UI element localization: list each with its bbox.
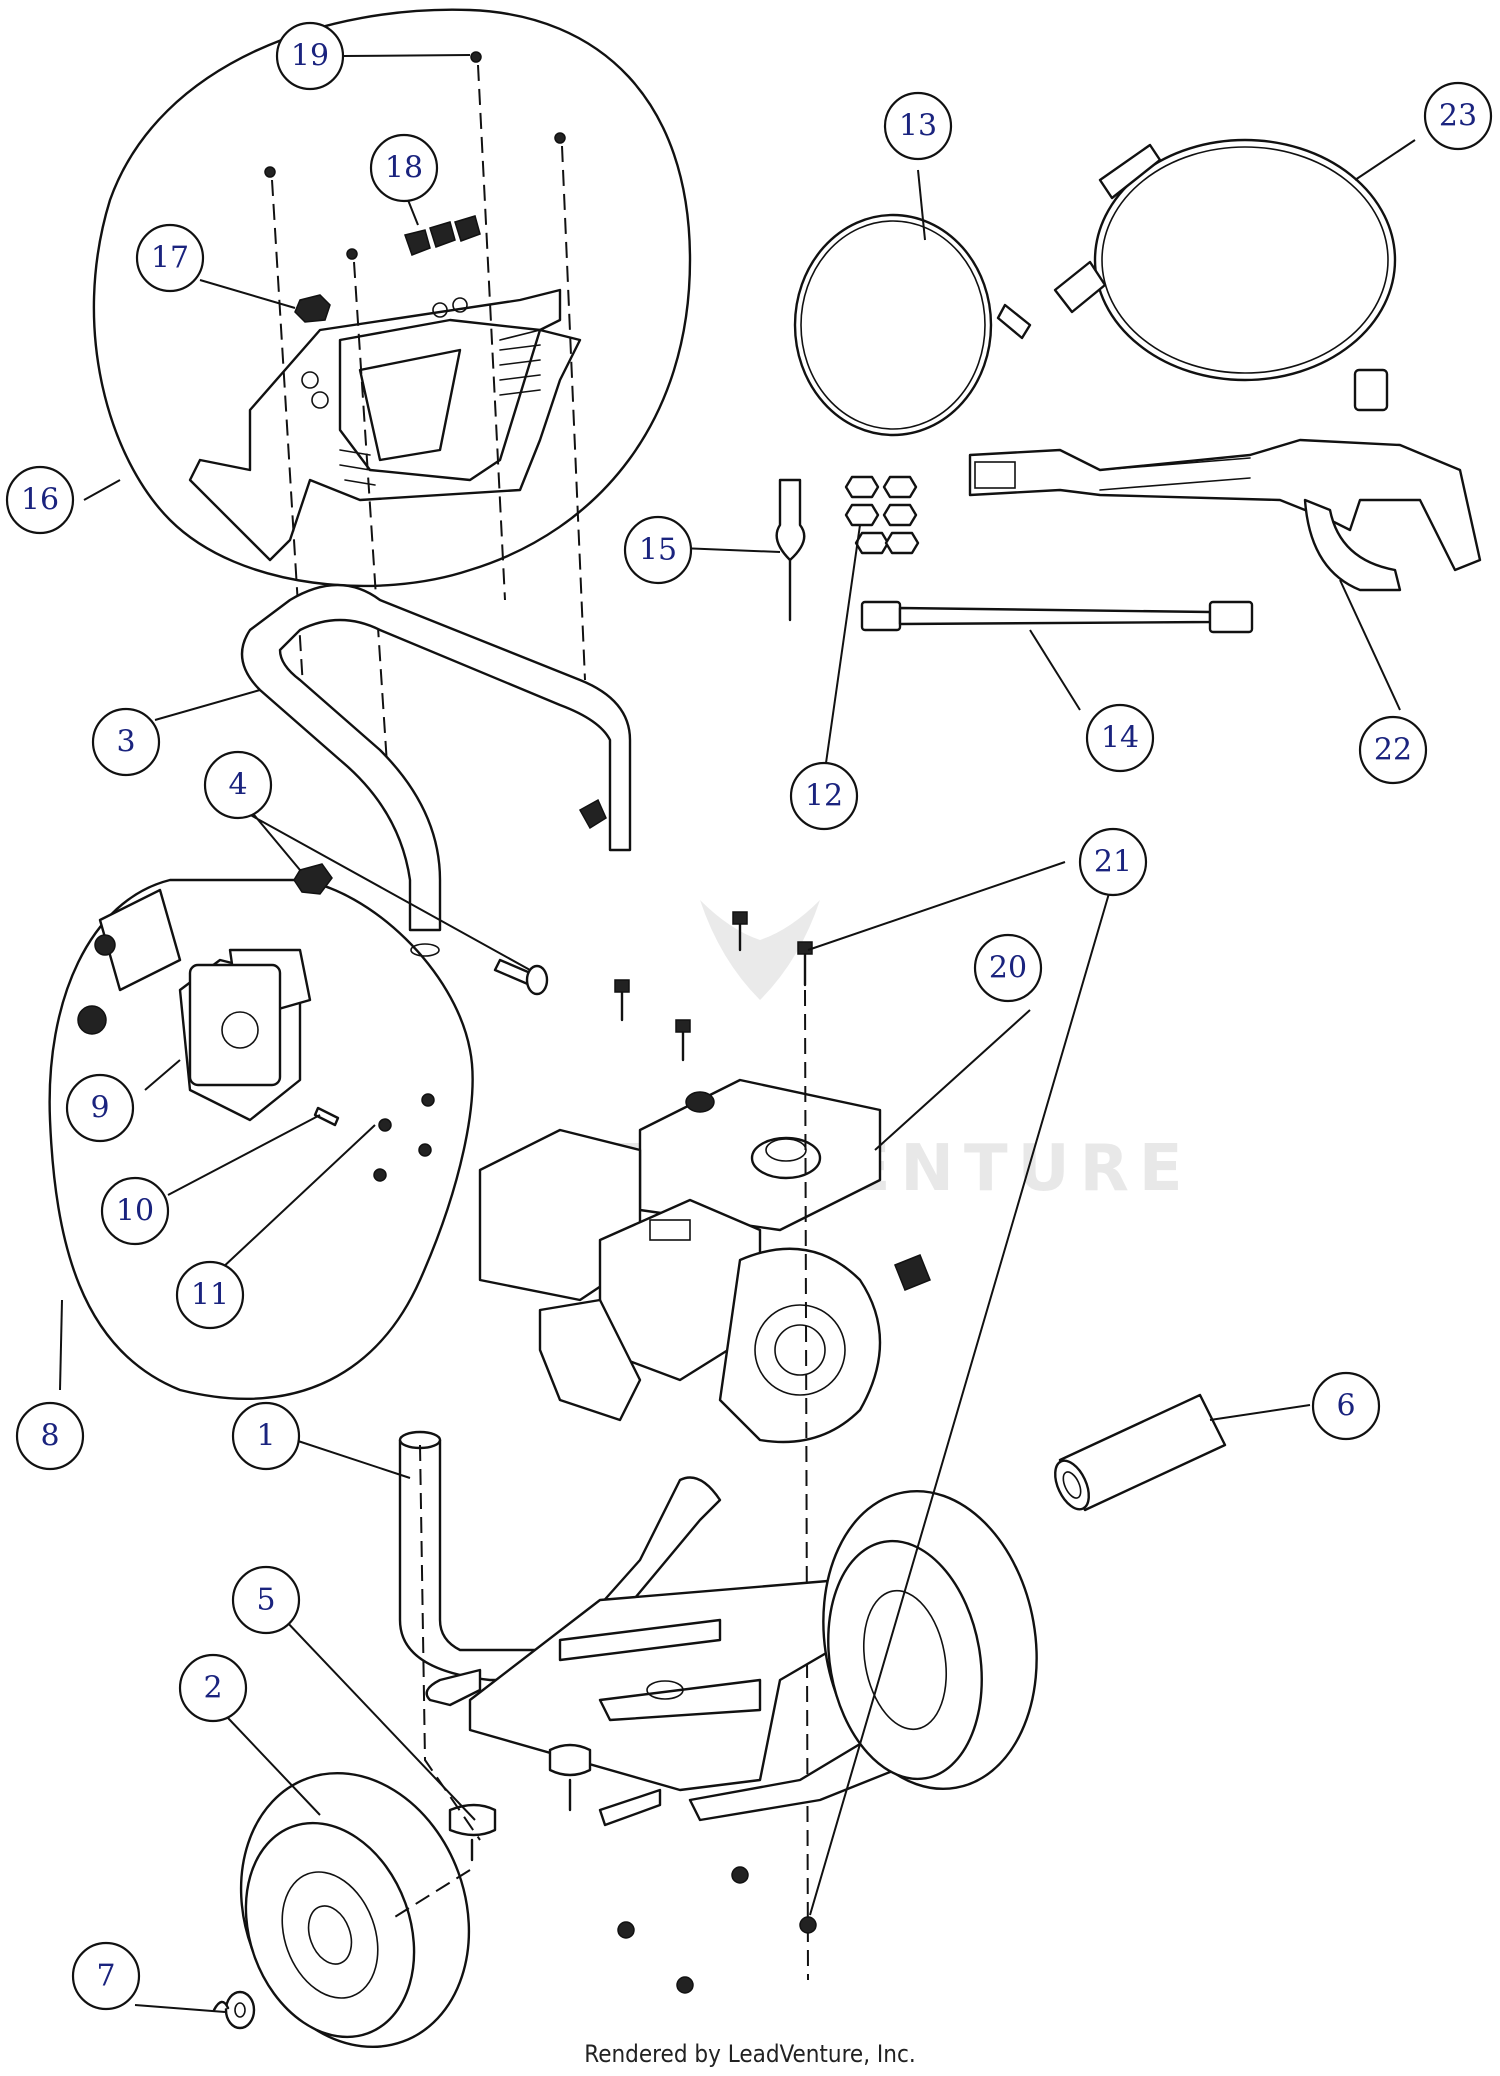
wheel-left [239, 1771, 471, 2049]
hose-23 [1053, 138, 1397, 412]
oil-bottle-15 [775, 478, 806, 622]
control-panel [188, 288, 582, 562]
callout-5: 5 [231, 1565, 301, 1635]
credit-footer: Rendered by LeadVenture, Inc. [584, 2040, 916, 2068]
rubber-feet [448, 1743, 592, 1862]
pump-group-outline [48, 878, 474, 1400]
key-10 [313, 1106, 340, 1127]
callout-4: 4 [203, 750, 273, 820]
screw-guide-lines [271, 64, 586, 811]
hose-13 [793, 213, 1032, 437]
callout-14: 14 [1085, 703, 1155, 773]
grip-6 [1054, 1393, 1227, 1512]
callout-10: 10 [100, 1176, 170, 1246]
callout-label: 14 [1101, 721, 1139, 756]
callout-label: 18 [385, 151, 423, 186]
callout-22: 22 [1358, 715, 1428, 785]
callout-label: 6 [1336, 1389, 1355, 1424]
callout-15: 15 [623, 515, 693, 585]
washer-7 [212, 1990, 256, 2030]
callout-label: 22 [1374, 733, 1412, 768]
callout-label: 8 [40, 1419, 59, 1454]
callout-label: 3 [116, 725, 135, 760]
handle-upper [240, 583, 632, 957]
foot-guide [389, 1444, 481, 1921]
callout-6: 6 [1311, 1371, 1381, 1441]
bolts-11 [373, 1093, 435, 1182]
callout-label: 1 [256, 1419, 275, 1454]
callout-1: 1 [231, 1401, 301, 1471]
callout-label: 5 [256, 1583, 275, 1618]
engine-bolt-guide [804, 989, 809, 1981]
knob-4 [293, 863, 333, 895]
callout-label: 17 [151, 241, 189, 276]
callout-label: 7 [96, 1959, 115, 1994]
callout-17: 17 [135, 223, 205, 293]
screws-19 [264, 51, 566, 260]
callout-label: 20 [989, 951, 1027, 986]
callout-23: 23 [1423, 81, 1493, 151]
knob-17 [294, 294, 331, 323]
pump [77, 888, 312, 1122]
callout-label: 21 [1094, 845, 1132, 880]
callout-label: 19 [291, 39, 329, 74]
callout-label: 16 [21, 483, 59, 518]
callout-8: 8 [15, 1401, 85, 1471]
callout-21: 21 [1078, 827, 1148, 897]
callout-label: 11 [191, 1278, 229, 1313]
callout-9: 9 [65, 1073, 135, 1143]
control-panel-group-outline [92, 8, 692, 588]
callout-label: 10 [116, 1194, 154, 1229]
nuts [617, 1866, 817, 1994]
callout-label: 23 [1439, 99, 1477, 134]
engine [478, 1078, 931, 1444]
lance-14 [860, 600, 1254, 634]
callout-label: 4 [228, 768, 247, 803]
bolt-4 [493, 958, 549, 996]
callout-label: 13 [899, 109, 937, 144]
callout-19: 19 [275, 21, 345, 91]
nozzles-12 [844, 475, 920, 555]
callout-13: 13 [883, 91, 953, 161]
knobs-18 [404, 215, 481, 256]
callout-label: 2 [203, 1671, 222, 1706]
callout-18: 18 [369, 133, 439, 203]
engine-bolts [614, 911, 813, 1062]
callout-label: 12 [805, 779, 843, 814]
callout-20: 20 [973, 933, 1043, 1003]
callout-label: 15 [639, 533, 677, 568]
leader-lines [59, 54, 1416, 2013]
callout-12: 12 [789, 761, 859, 831]
callout-3: 3 [91, 707, 161, 777]
callout-16: 16 [5, 465, 75, 535]
callout-7: 7 [71, 1941, 141, 2011]
spray-gun [968, 438, 1482, 592]
callout-label: 9 [90, 1091, 109, 1126]
callout-11: 11 [175, 1260, 245, 1330]
callout-2: 2 [178, 1653, 248, 1723]
